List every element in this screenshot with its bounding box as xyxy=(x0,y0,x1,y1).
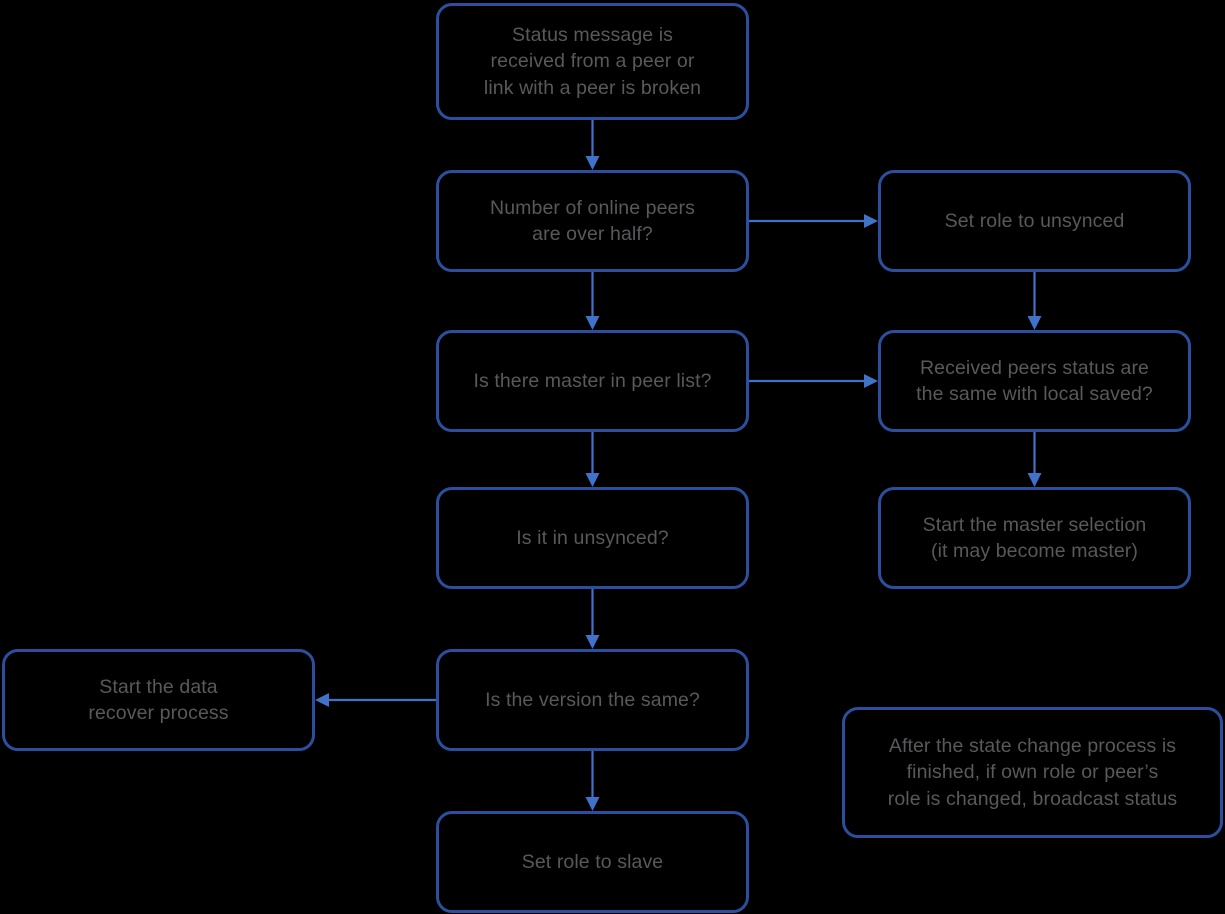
node-label: Start the master selection (it may becom… xyxy=(922,513,1147,562)
node-label: Is there master in peer list? xyxy=(473,369,712,392)
node-label: Set role to slave xyxy=(521,850,664,873)
node-status-message-received[interactable]: Status message is received from a peer o… xyxy=(436,3,749,120)
edge-status-to-online-peers xyxy=(585,120,600,170)
node-label: Start the data recover process xyxy=(88,675,229,724)
node-is-there-master-in-peer-list[interactable]: Is there master in peer list? xyxy=(436,330,749,432)
node-is-it-in-unsynced[interactable]: Is it in unsynced? xyxy=(436,487,749,589)
node-start-the-data-recover-process[interactable]: Start the data recover process xyxy=(2,649,315,751)
edge-received-status-to-master-selection xyxy=(1027,432,1042,487)
node-set-role-to-slave[interactable]: Set role to slave xyxy=(436,811,749,913)
node-label: Is it in unsynced? xyxy=(516,526,669,549)
node-set-role-to-unsynced[interactable]: Set role to unsynced xyxy=(878,170,1191,272)
node-label: Set role to unsynced xyxy=(944,209,1125,232)
node-label: Number of online peers are over half? xyxy=(490,196,695,245)
node-start-the-master-selection[interactable]: Start the master selection (it may becom… xyxy=(878,487,1191,589)
edge-version-to-data-recover xyxy=(315,693,436,707)
node-after-the-state-change-note[interactable]: After the state change process is finish… xyxy=(842,707,1223,838)
node-label: Received peers status are the same with … xyxy=(916,356,1153,405)
node-label: Status message is received from a peer o… xyxy=(483,24,702,99)
edge-online-peers-to-master-list xyxy=(585,272,600,330)
node-is-the-version-the-same[interactable]: Is the version the same? xyxy=(436,649,749,751)
node-number-of-online-peers[interactable]: Number of online peers are over half? xyxy=(436,170,749,272)
node-received-peers-status-same[interactable]: Received peers status are the same with … xyxy=(878,330,1191,432)
edge-unsynced-to-received-status xyxy=(1027,272,1042,330)
edge-is-unsynced-to-version xyxy=(585,589,600,649)
edge-master-list-to-is-unsynced xyxy=(585,432,600,487)
node-label: After the state change process is finish… xyxy=(887,735,1178,810)
node-label: Is the version the same? xyxy=(485,688,700,711)
edge-version-to-set-slave xyxy=(585,751,600,811)
edge-online-peers-to-unsynced xyxy=(749,214,878,228)
edge-master-list-to-received-status xyxy=(749,374,878,388)
